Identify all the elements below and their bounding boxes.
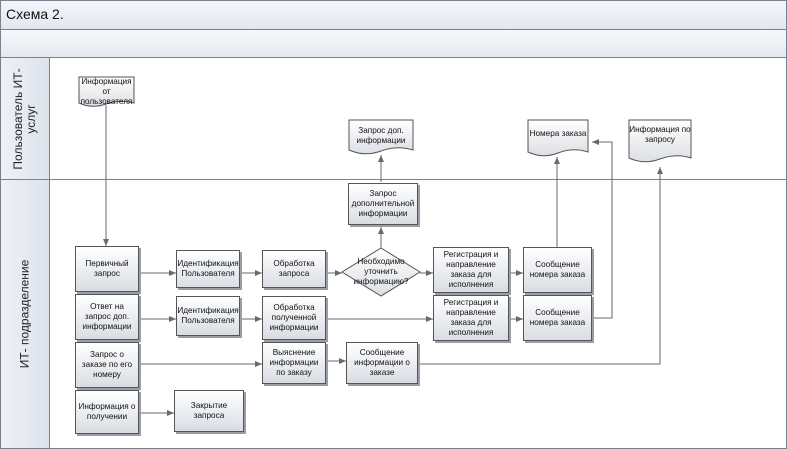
title-bar: Схема 2. bbox=[0, 0, 787, 30]
diagram-title: Схема 2. bbox=[6, 6, 64, 22]
node-register-route-1: Регистрация и направление заказа для исп… bbox=[433, 247, 509, 293]
doc-request-more-info-label: Запрос доп. информации bbox=[356, 126, 406, 145]
node-notify-order-info: Сообщение информации о заказе bbox=[346, 342, 418, 384]
node-close-request: Закрытие запроса bbox=[174, 390, 244, 432]
document-shape-request-more-info bbox=[348, 119, 414, 155]
node-primary-request: Первичный запрос bbox=[75, 246, 139, 292]
node-process-request: Обработка запроса bbox=[262, 250, 326, 288]
doc-info-on-request-label: Информация по запросу bbox=[629, 125, 691, 144]
lane-it-header: ИТ- подразделение bbox=[1, 180, 50, 448]
node-identify-user-1: Идентификация Пользователя bbox=[176, 250, 240, 288]
document-shape-order-numbers bbox=[527, 119, 589, 157]
node-receipt-info: Информация о получении bbox=[75, 390, 139, 434]
node-reply-more-info: Ответ на запрос доп. информации bbox=[75, 294, 139, 340]
node-request-additional-info: Запрос дополнительной информации bbox=[348, 183, 418, 225]
node-identify-user-2: Идентификация Пользователя bbox=[176, 296, 240, 336]
connector bbox=[418, 167, 663, 365]
doc-user-info-label: Информация от пользователя bbox=[80, 77, 133, 106]
node-order-request-by-number: Запрос о заказе по его номеру bbox=[75, 342, 139, 388]
node-process-received-info: Обработка полученной информации bbox=[262, 296, 326, 340]
document-shape-info-on-request bbox=[628, 119, 692, 163]
doc-order-numbers-label: Номера заказа bbox=[529, 129, 587, 138]
decision-diamond bbox=[341, 247, 421, 297]
header-strip bbox=[0, 30, 787, 58]
node-notify-order-number-2: Сообщение номера заказа bbox=[523, 295, 592, 341]
document-shape-user-info bbox=[78, 76, 135, 107]
decision-label: Необходимо уточнить информацию? bbox=[353, 257, 409, 286]
node-register-route-2: Регистрация и направление заказа для исп… bbox=[433, 295, 509, 341]
connector bbox=[592, 139, 613, 319]
node-clarify-order-info: Выяснение информации по заказу bbox=[262, 342, 326, 384]
node-notify-order-number-1: Сообщение номера заказа bbox=[523, 247, 592, 293]
lane-user-header: Пользователь ИТ-услуг bbox=[1, 58, 50, 179]
